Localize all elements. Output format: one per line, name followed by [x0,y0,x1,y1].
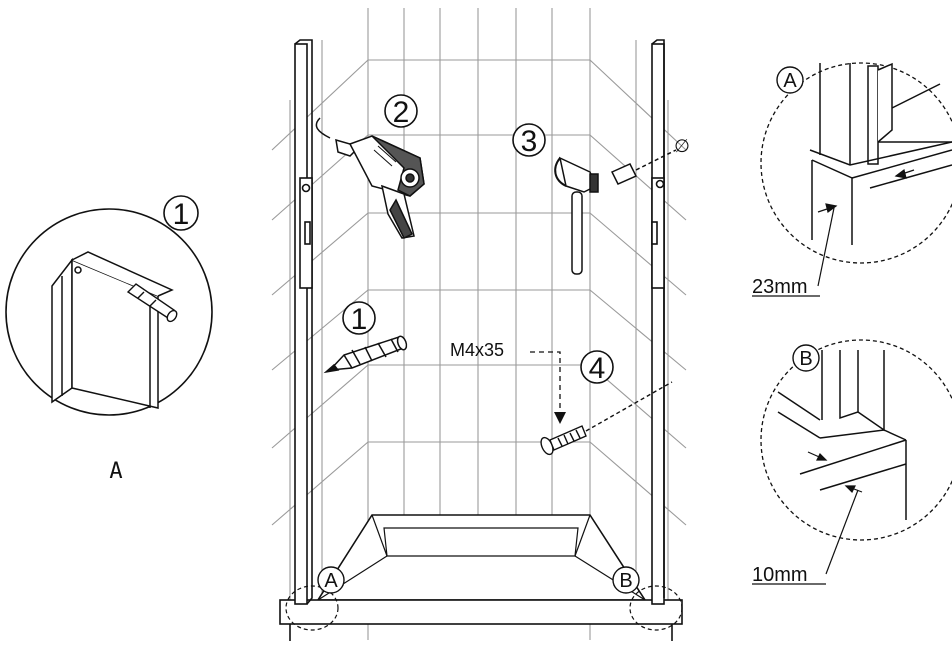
shower-tray [279,514,683,641]
gap-a-arrows [817,168,915,214]
gap-b-arrows [807,451,863,494]
step-4-number: 4 [589,352,606,385]
screw-size-label: M4x35 [450,340,504,360]
detail-pencil-icon [126,283,178,323]
detail-b-tag: B [799,348,812,370]
step-1-marker [342,301,376,335]
detail-a-tag-marker [776,66,804,94]
hammer-icon [554,156,599,275]
step-3-marker [512,123,546,157]
drill-diameter-symbol: ∅ [674,136,690,156]
step-3-number: 3 [521,125,538,158]
right-wall-profile [651,39,665,605]
gap-a-label: 23mm [752,276,808,298]
step-1-number: 1 [351,303,368,336]
screw-pointer [530,351,566,424]
left-wall-profile [294,39,313,605]
screw-icon [540,381,673,456]
drill-icon [315,117,425,240]
detail-a-tag: A [783,70,797,92]
corner-b-callout [629,585,683,631]
detail-step-1-marker [163,195,199,231]
corner-b-marker [612,566,640,594]
step-2-marker [384,94,418,128]
corner-b-letter: B [619,570,632,592]
pencil-icon [323,335,408,374]
wall-plug-icon [610,149,677,185]
step-4-marker [580,350,614,384]
detail-b-tag-marker [792,344,820,372]
detail-caption: A [109,459,122,484]
corner-a-callout [285,585,339,631]
detail-step-1-number: 1 [173,198,190,231]
tile-wall [271,8,687,640]
profile-detail [5,208,213,416]
detail-a [760,62,952,287]
detail-b [760,339,952,575]
corner-a-letter: A [324,570,338,592]
step-2-number: 2 [393,96,410,129]
corner-a-marker [317,566,345,594]
gap-b-label: 10mm [752,564,808,586]
